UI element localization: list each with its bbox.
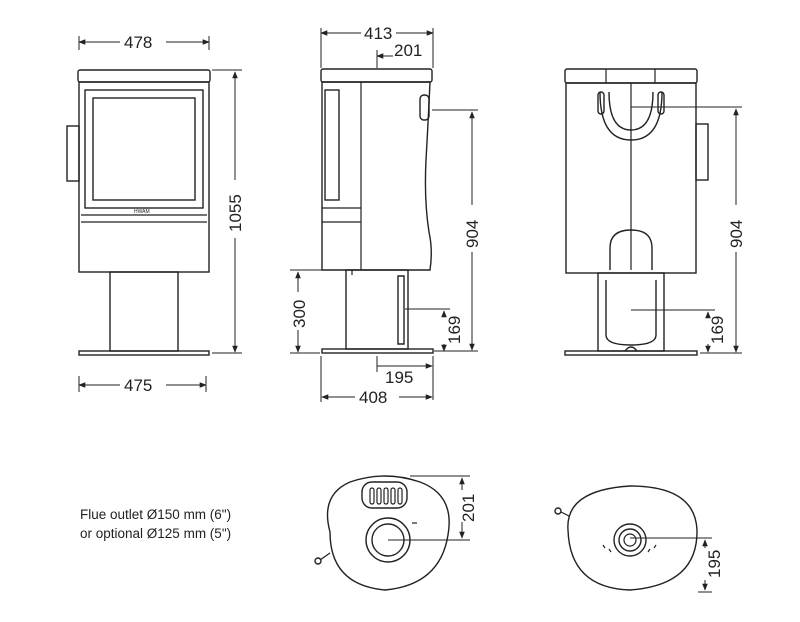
side-top-plate bbox=[320, 68, 433, 83]
front-door-handle bbox=[66, 125, 80, 182]
rear-top-plate bbox=[564, 68, 698, 84]
rear-base-plate bbox=[564, 350, 698, 356]
dim-rear-flue-height: 904 bbox=[727, 220, 746, 248]
rear-flue-cover-outer bbox=[599, 91, 663, 141]
dim-front-width-top: 478 bbox=[124, 33, 152, 52]
front-glass bbox=[92, 97, 196, 201]
dim-side-air-inlet-offset: 195 bbox=[385, 368, 413, 387]
front-outer-door bbox=[84, 89, 204, 209]
dim-top-flue-offset: 201 bbox=[459, 494, 478, 522]
top-grille bbox=[361, 481, 408, 509]
side-dimensions: 413 201 904 300 169 195 408 bbox=[290, 24, 482, 407]
rear-view bbox=[564, 68, 709, 356]
top-dimensions: 201 bbox=[388, 475, 478, 541]
bottom-inlet-inner bbox=[618, 528, 642, 552]
front-dimensions: 478 475 1055 bbox=[78, 33, 245, 395]
dim-side-base-depth: 408 bbox=[359, 388, 387, 407]
dim-side-flue-offset: 201 bbox=[394, 41, 422, 60]
dim-front-height: 1055 bbox=[226, 194, 245, 232]
dim-side-pedestal-height: 300 bbox=[290, 300, 309, 328]
rear-dimensions: 904 169 bbox=[631, 106, 746, 354]
front-base-plate bbox=[78, 350, 210, 356]
rear-air-duct bbox=[609, 229, 653, 270]
rear-base-notch bbox=[624, 346, 638, 352]
bottom-dimensions: 195 bbox=[630, 537, 724, 593]
side-air-inlet bbox=[397, 275, 405, 345]
top-view bbox=[314, 475, 450, 591]
side-handle bbox=[419, 94, 430, 121]
front-top-plate bbox=[77, 69, 211, 83]
top-handle-stem bbox=[319, 552, 331, 561]
top-handle-knob bbox=[314, 557, 322, 565]
top-outline bbox=[326, 475, 450, 591]
side-base-plate bbox=[321, 348, 434, 354]
bottom-inlet-outer bbox=[613, 523, 647, 557]
rear-slot-right bbox=[657, 91, 665, 115]
dim-side-depth-top: 413 bbox=[364, 24, 392, 43]
bottom-handle-stem bbox=[560, 511, 570, 517]
bottom-view bbox=[554, 485, 698, 591]
side-glass-edge bbox=[324, 89, 340, 201]
rear-slot-left bbox=[597, 91, 605, 115]
rear-inlet-opening bbox=[605, 280, 657, 346]
rear-handle bbox=[695, 123, 709, 181]
flue-note-line-1: Flue outlet Ø150 mm (6") bbox=[80, 507, 232, 522]
front-view: HWAM bbox=[66, 69, 211, 356]
dim-side-air-inlet-height: 169 bbox=[445, 316, 464, 344]
dim-bottom-air-inlet-offset: 195 bbox=[705, 550, 724, 578]
flue-outlet-note: Flue outlet Ø150 mm (6") or optional Ø12… bbox=[80, 505, 231, 543]
side-view bbox=[320, 68, 434, 354]
dim-side-flue-height: 904 bbox=[463, 220, 482, 248]
dim-rear-air-inlet-height: 169 bbox=[708, 316, 727, 344]
dim-front-width-base: 475 bbox=[124, 376, 152, 395]
top-grille-slots bbox=[369, 487, 403, 505]
bottom-outline bbox=[567, 485, 698, 591]
front-brand-label: HWAM bbox=[134, 209, 150, 215]
rear-flue-cover-inner bbox=[608, 91, 654, 131]
bottom-inlet-core bbox=[623, 533, 637, 547]
front-pedestal bbox=[109, 271, 179, 352]
front-body bbox=[78, 81, 210, 273]
flue-note-line-2: or optional Ø125 mm (5") bbox=[80, 526, 232, 541]
bottom-handle-knob bbox=[554, 507, 562, 515]
bottom-marks bbox=[602, 544, 657, 553]
